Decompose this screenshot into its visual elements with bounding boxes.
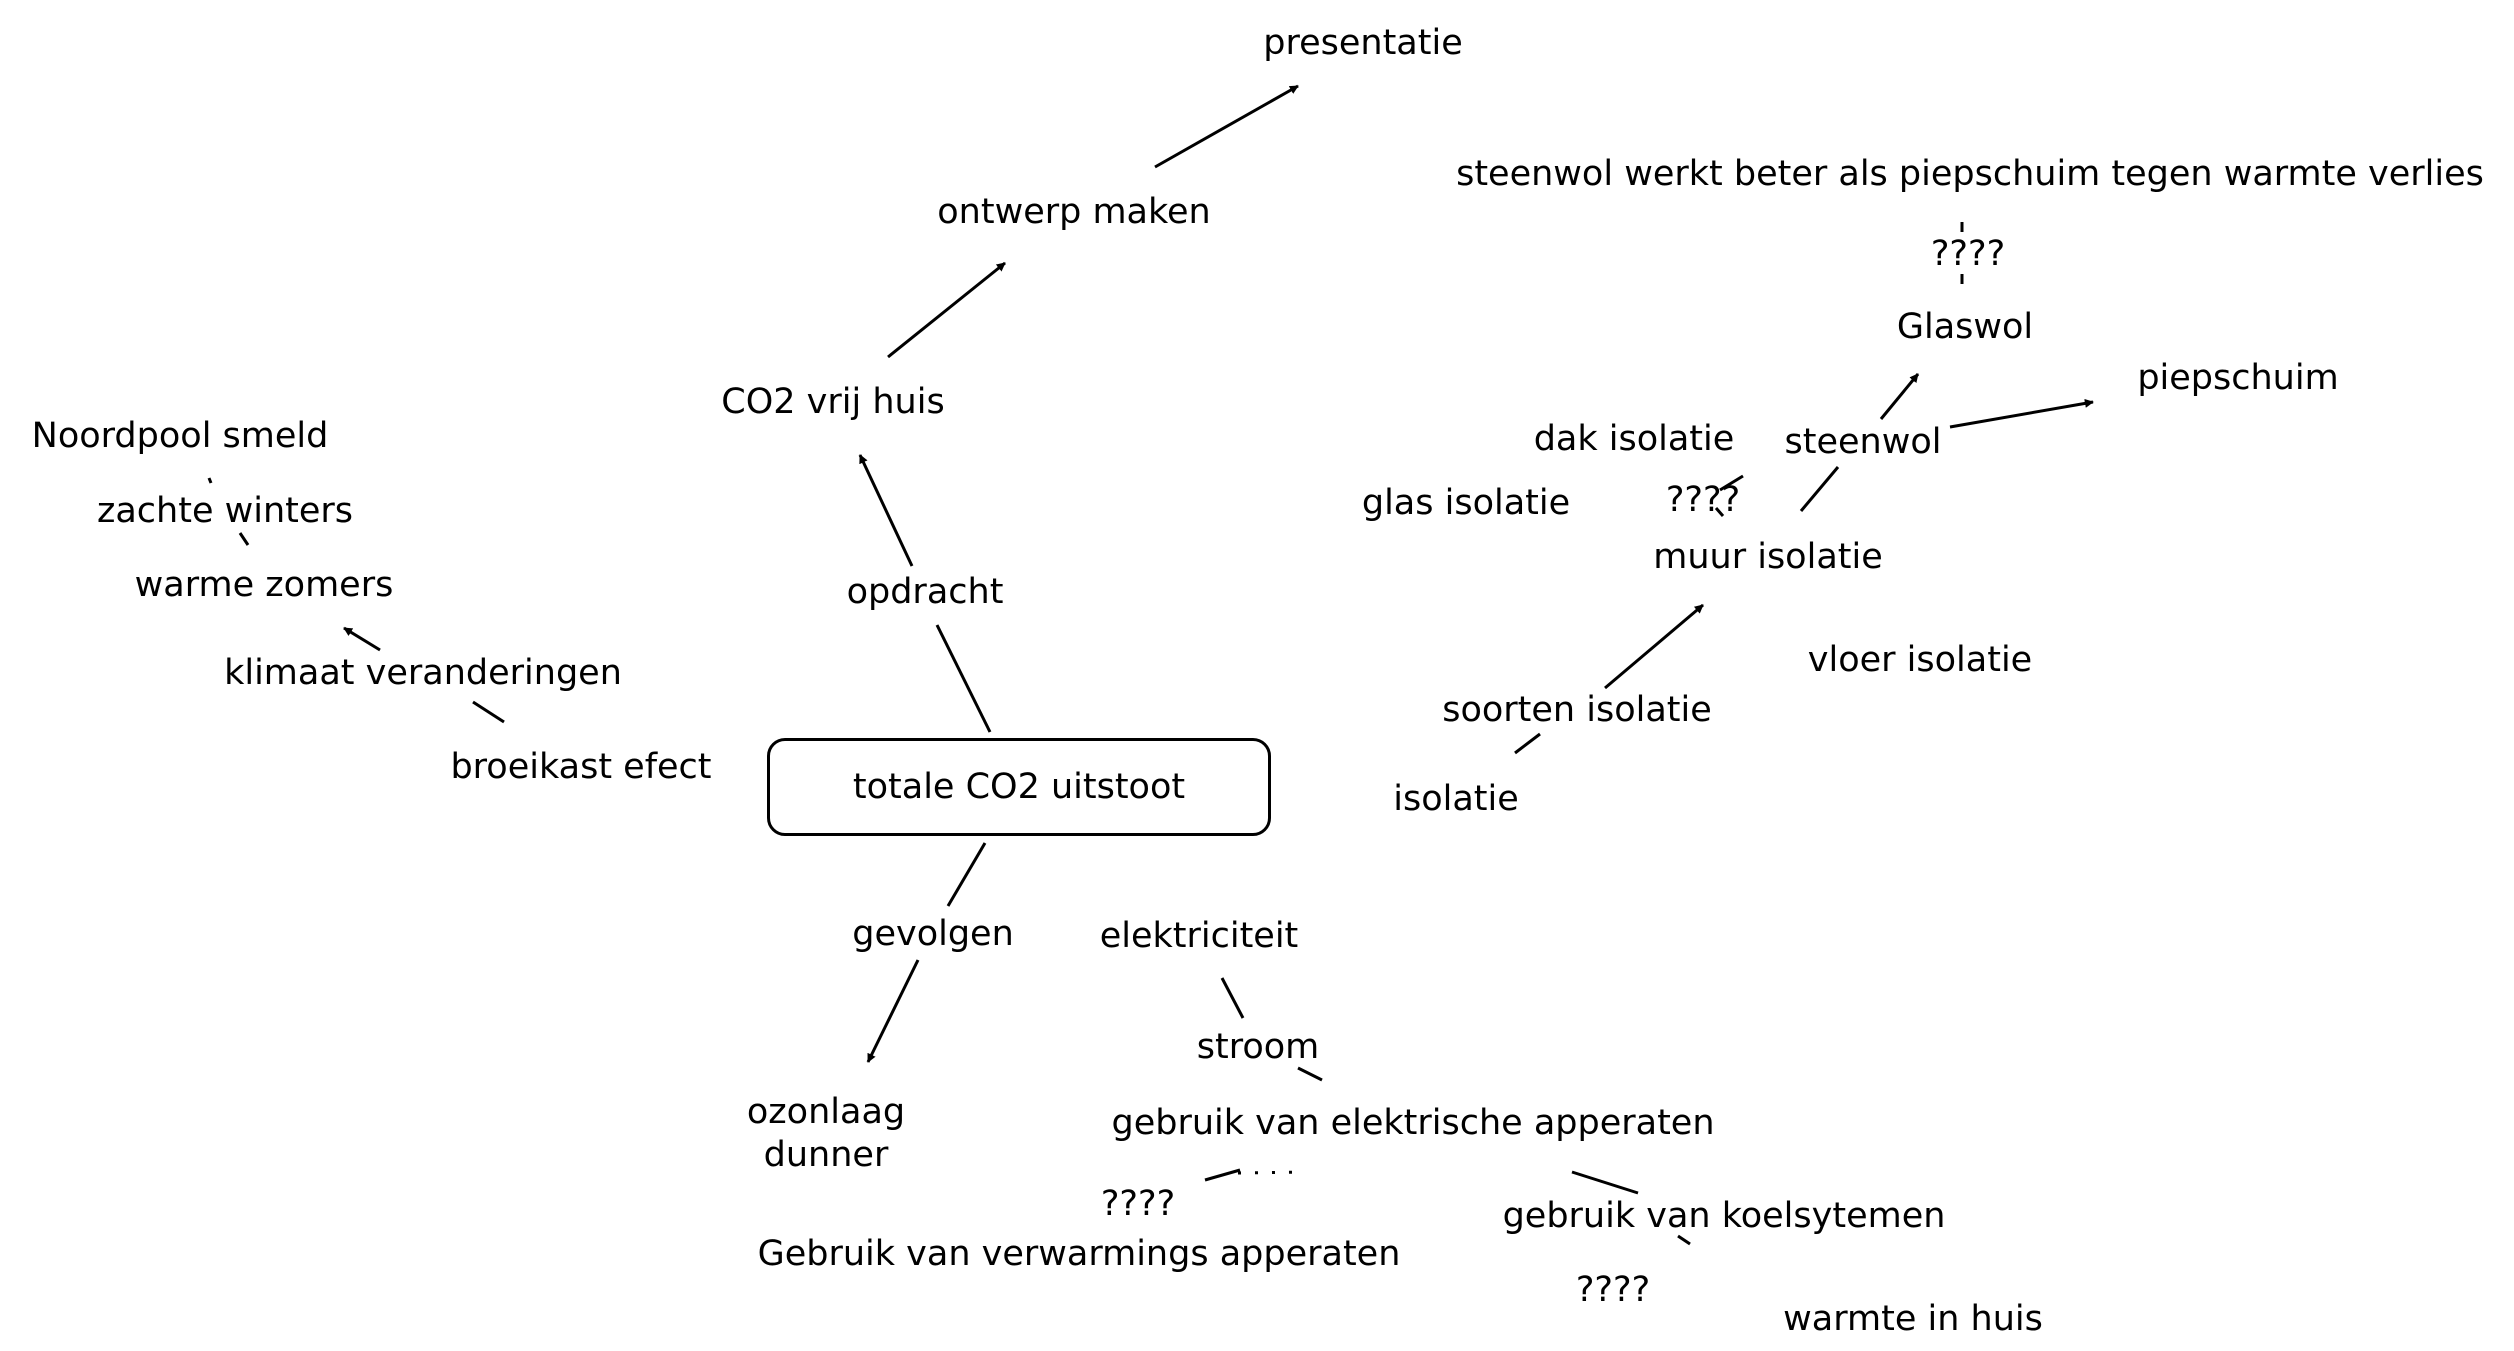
node-gebruik-koelsytemen: gebruik van koelsytemen — [1502, 1196, 1946, 1236]
node-vraag-steenwol: ???? — [1930, 234, 2006, 274]
node-klimaat-veranderingen: klimaat veranderingen — [224, 653, 622, 693]
link-broeikast-klimaat — [472, 700, 505, 724]
link-warme-zomers-zachte-winters — [238, 532, 250, 546]
node-zachte-winters: zachte winters — [96, 491, 354, 531]
node-vraag-isolatie: ???? — [1665, 480, 1741, 520]
arrow-gevolgen-ozonlaag — [866, 959, 920, 1063]
node-gebruik-verwarmings-apperaten: Gebruik van verwarmings apperaten — [757, 1234, 1401, 1274]
node-dak-isolatie: dak isolatie — [1533, 419, 1735, 459]
link-isolatie-soorten — [1514, 732, 1541, 755]
node-warmte-in-huis: warmte in huis — [1783, 1299, 2043, 1339]
arrow-soorten-muur-isolatie — [1604, 603, 1704, 690]
node-soorten-isolatie: soorten isolatie — [1442, 690, 1712, 730]
node-vraag-elektrisch: ???? — [1100, 1184, 1176, 1224]
link-elektrische-koelsytemen — [1571, 1170, 1639, 1195]
link-zachte-winters-noordpool — [207, 477, 213, 484]
link-koelsytemen-vraag — [1677, 1234, 1691, 1246]
arrow-opdracht-co2-vrij-huis — [858, 454, 914, 567]
node-ontwerp-maken: ontwerp maken — [937, 192, 1211, 232]
link-elektriciteit-stroom — [1220, 977, 1245, 1019]
arrow-ontwerp-maken-presentatie — [1154, 84, 1299, 169]
node-noordpool-smeld: Noordpool smeld — [31, 416, 329, 456]
node-vloer-isolatie: vloer isolatie — [1807, 640, 2033, 680]
arrow-klimaat-warme-zomers — [343, 626, 381, 652]
node-warme-zomers: warme zomers — [134, 565, 394, 605]
node-gebruik-elektrische-apperaten: gebruik van elektrische apperaten — [1111, 1103, 1715, 1143]
link-muur-dak-isolatie — [1719, 474, 1744, 492]
link-muur-isolatie-steenwol — [1799, 466, 1840, 512]
node-isolatie: isolatie — [1393, 779, 1519, 819]
node-presentatie: presentatie — [1263, 23, 1463, 63]
node-vraag-koel: ???? — [1575, 1270, 1651, 1310]
node-steenwol-statement: steenwol werkt beter als piepschuim tege… — [1456, 154, 2484, 194]
arrow-steenwol-glaswol — [1879, 373, 1920, 420]
link-elektrische-verwarming — [1237, 1170, 1306, 1175]
link-root-gevolgen — [946, 842, 987, 907]
link-stroom-elektrische-apperaten — [1297, 1066, 1323, 1082]
node-elektriciteit: elektriciteit — [1099, 916, 1299, 956]
node-co2-vrij-huis: CO2 vrij huis — [721, 382, 945, 422]
link-root-opdracht — [935, 624, 992, 733]
link-elektrische-vraag — [1204, 1168, 1241, 1182]
arrow-co2-vrij-huis-ontwerp-maken — [887, 261, 1006, 359]
node-muur-isolatie: muur isolatie — [1653, 537, 1883, 577]
link-muur-glas-isolatie — [1714, 507, 1725, 517]
node-ozonlaag-dunner: ozonlaag dunner — [746, 1092, 906, 1175]
node-totale-co2-uitstoot: totale CO2 uitstoot — [852, 767, 1186, 807]
node-glaswol: Glaswol — [1896, 307, 2034, 347]
node-gevolgen: gevolgen — [852, 914, 1014, 954]
node-steenwol: steenwol — [1784, 422, 1942, 462]
node-stroom: stroom — [1196, 1027, 1320, 1067]
arrow-steenwol-piepschuim — [1949, 398, 2094, 429]
node-glas-isolatie: glas isolatie — [1361, 483, 1571, 523]
node-piepschuim: piepschuim — [2137, 358, 2339, 398]
node-opdracht: opdracht — [846, 572, 1004, 612]
node-broeikast-efect: broeikast efect — [450, 747, 712, 787]
root-node-box — [767, 738, 1271, 836]
